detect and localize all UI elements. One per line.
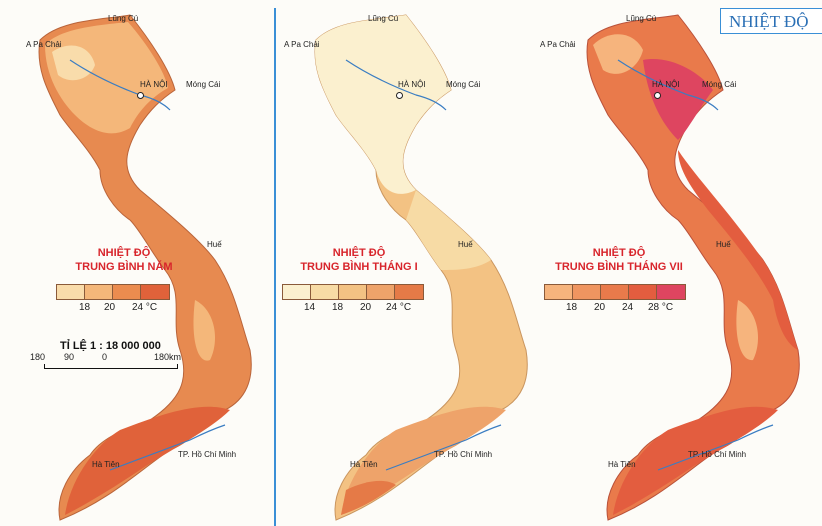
city-label-ha-tien: Hà Tiên (608, 460, 636, 469)
city-label-hcm: TP. Hồ Chí Minh (688, 450, 747, 459)
mekong-river (109, 424, 226, 471)
city-label-lung-cu: Lũng Cú (626, 14, 657, 23)
south-zone (65, 406, 230, 515)
legend-title-line-1: NHIỆT ĐỘ (97, 247, 151, 259)
legend-cell (601, 285, 629, 299)
legend-tick: 20 (104, 302, 116, 313)
legend-cell (367, 285, 395, 299)
legend-cell (113, 285, 141, 299)
panel-divider (274, 8, 276, 526)
country-shape (38, 14, 252, 521)
city-dot-ha-noi (654, 92, 661, 99)
map-panel-july: Lũng Cú A Pa Chải HÀ NỘI Móng Cái Huế Hà… (540, 0, 822, 526)
legend-cell (311, 285, 339, 299)
city-label-hue: Huế (458, 240, 473, 249)
legend-cell (395, 285, 423, 299)
south-zone (613, 406, 778, 515)
legend-bar-january (282, 284, 424, 300)
north-zone (315, 15, 451, 194)
city-label-mong-cai: Móng Cái (702, 80, 737, 89)
red-river (617, 59, 719, 111)
legend-title-annual: NHIỆT ĐỘ TRUNG BÌNH NĂM (54, 246, 194, 274)
scale-tick: 0 (102, 352, 108, 362)
vietnam-map-annual (38, 14, 252, 521)
legend-title-line-1: NHIỆT ĐỘ (592, 247, 646, 259)
city-label-ha-noi: HÀ NỘI (652, 80, 680, 89)
mekong-river (657, 424, 774, 471)
city-label-ha-noi: HÀ NỘI (140, 80, 168, 89)
legend-tick: 24 °C (132, 302, 158, 313)
legend-tick: 14 (304, 302, 316, 313)
southern-tip (341, 480, 396, 515)
legend-title-january: NHIỆT ĐỘ TRUNG BÌNH THÁNG I (284, 246, 434, 274)
central-zone (406, 190, 491, 270)
scale-tick: 180km (154, 352, 182, 362)
city-label-hcm: TP. Hồ Chí Minh (434, 450, 493, 459)
vietnam-map-july (586, 14, 800, 521)
city-label-ha-tien: Hà Tiên (92, 460, 120, 469)
legend-bar-annual (56, 284, 170, 300)
central-coast (678, 150, 798, 350)
city-label-mong-cai: Móng Cái (446, 80, 481, 89)
legend-cell (545, 285, 573, 299)
legend-tick: 24 (622, 302, 634, 313)
legend-tick: 20 (360, 302, 372, 313)
legend-tick: 18 (332, 302, 344, 313)
scale-tick: 180 (30, 352, 46, 362)
legend-title-line-2: TRUNG BÌNH THÁNG I (300, 261, 418, 273)
scale-title: TỈ LỆ 1 : 18 000 000 (60, 340, 161, 352)
city-label-ha-tien: Hà Tiên (350, 460, 378, 469)
legend-cell (339, 285, 367, 299)
city-dot-ha-noi (137, 92, 144, 99)
legend-cell (141, 285, 169, 299)
central-highlands (736, 300, 758, 361)
legend-title-line-1: NHIỆT ĐỘ (332, 247, 386, 259)
legend-title-line-2: TRUNG BÌNH THÁNG VII (555, 261, 683, 273)
legend-tick: 20 (594, 302, 606, 313)
legend-cell (283, 285, 311, 299)
scale-tick: 90 (64, 352, 75, 362)
city-label-mong-cai: Móng Cái (186, 80, 221, 89)
legend-cell (657, 285, 685, 299)
legend-bar-july (544, 284, 686, 300)
northwest-highland (593, 34, 643, 74)
legend-title-line-2: TRUNG BÌNH NĂM (75, 261, 173, 273)
central-highlands (193, 300, 215, 361)
legend-cell (85, 285, 113, 299)
map-panel-january: Lũng Cú A Pa Chải HÀ NỘI Móng Cái Huế Hà… (276, 0, 550, 526)
scale-bar (44, 364, 178, 369)
city-label-lung-cu: Lũng Cú (368, 14, 399, 23)
city-label-hcm: TP. Hồ Chí Minh (178, 450, 237, 459)
page-title: NHIỆT ĐỘ (720, 8, 822, 34)
delta-zone (643, 59, 713, 140)
city-label-ha-noi: HÀ NỘI (398, 80, 426, 89)
city-label-hue: Huế (207, 240, 222, 249)
city-label-a-pa-chai: A Pa Chải (540, 40, 576, 49)
legend-cell (57, 285, 85, 299)
legend-tick: 18 (566, 302, 578, 313)
city-dot-ha-noi (396, 92, 403, 99)
legend-cell (573, 285, 601, 299)
city-label-hue: Huế (716, 240, 731, 249)
legend-tick: 28 °C (648, 302, 674, 313)
red-river (345, 59, 447, 111)
city-label-a-pa-chai: A Pa Chải (284, 40, 320, 49)
mekong-river (385, 424, 502, 471)
legend-tick: 18 (79, 302, 91, 313)
legend-cell (629, 285, 657, 299)
city-label-lung-cu: Lũng Cú (108, 14, 139, 23)
legend-title-july: NHIỆT ĐỘ TRUNG BÌNH THÁNG VII (544, 246, 694, 274)
legend-tick: 24 °C (386, 302, 412, 313)
city-label-a-pa-chai: A Pa Chải (26, 40, 62, 49)
map-panel-annual: Lũng Cú A Pa Chải HÀ NỘI Móng Cái Huế Hà… (0, 0, 274, 526)
vietnam-map-january (314, 14, 528, 521)
